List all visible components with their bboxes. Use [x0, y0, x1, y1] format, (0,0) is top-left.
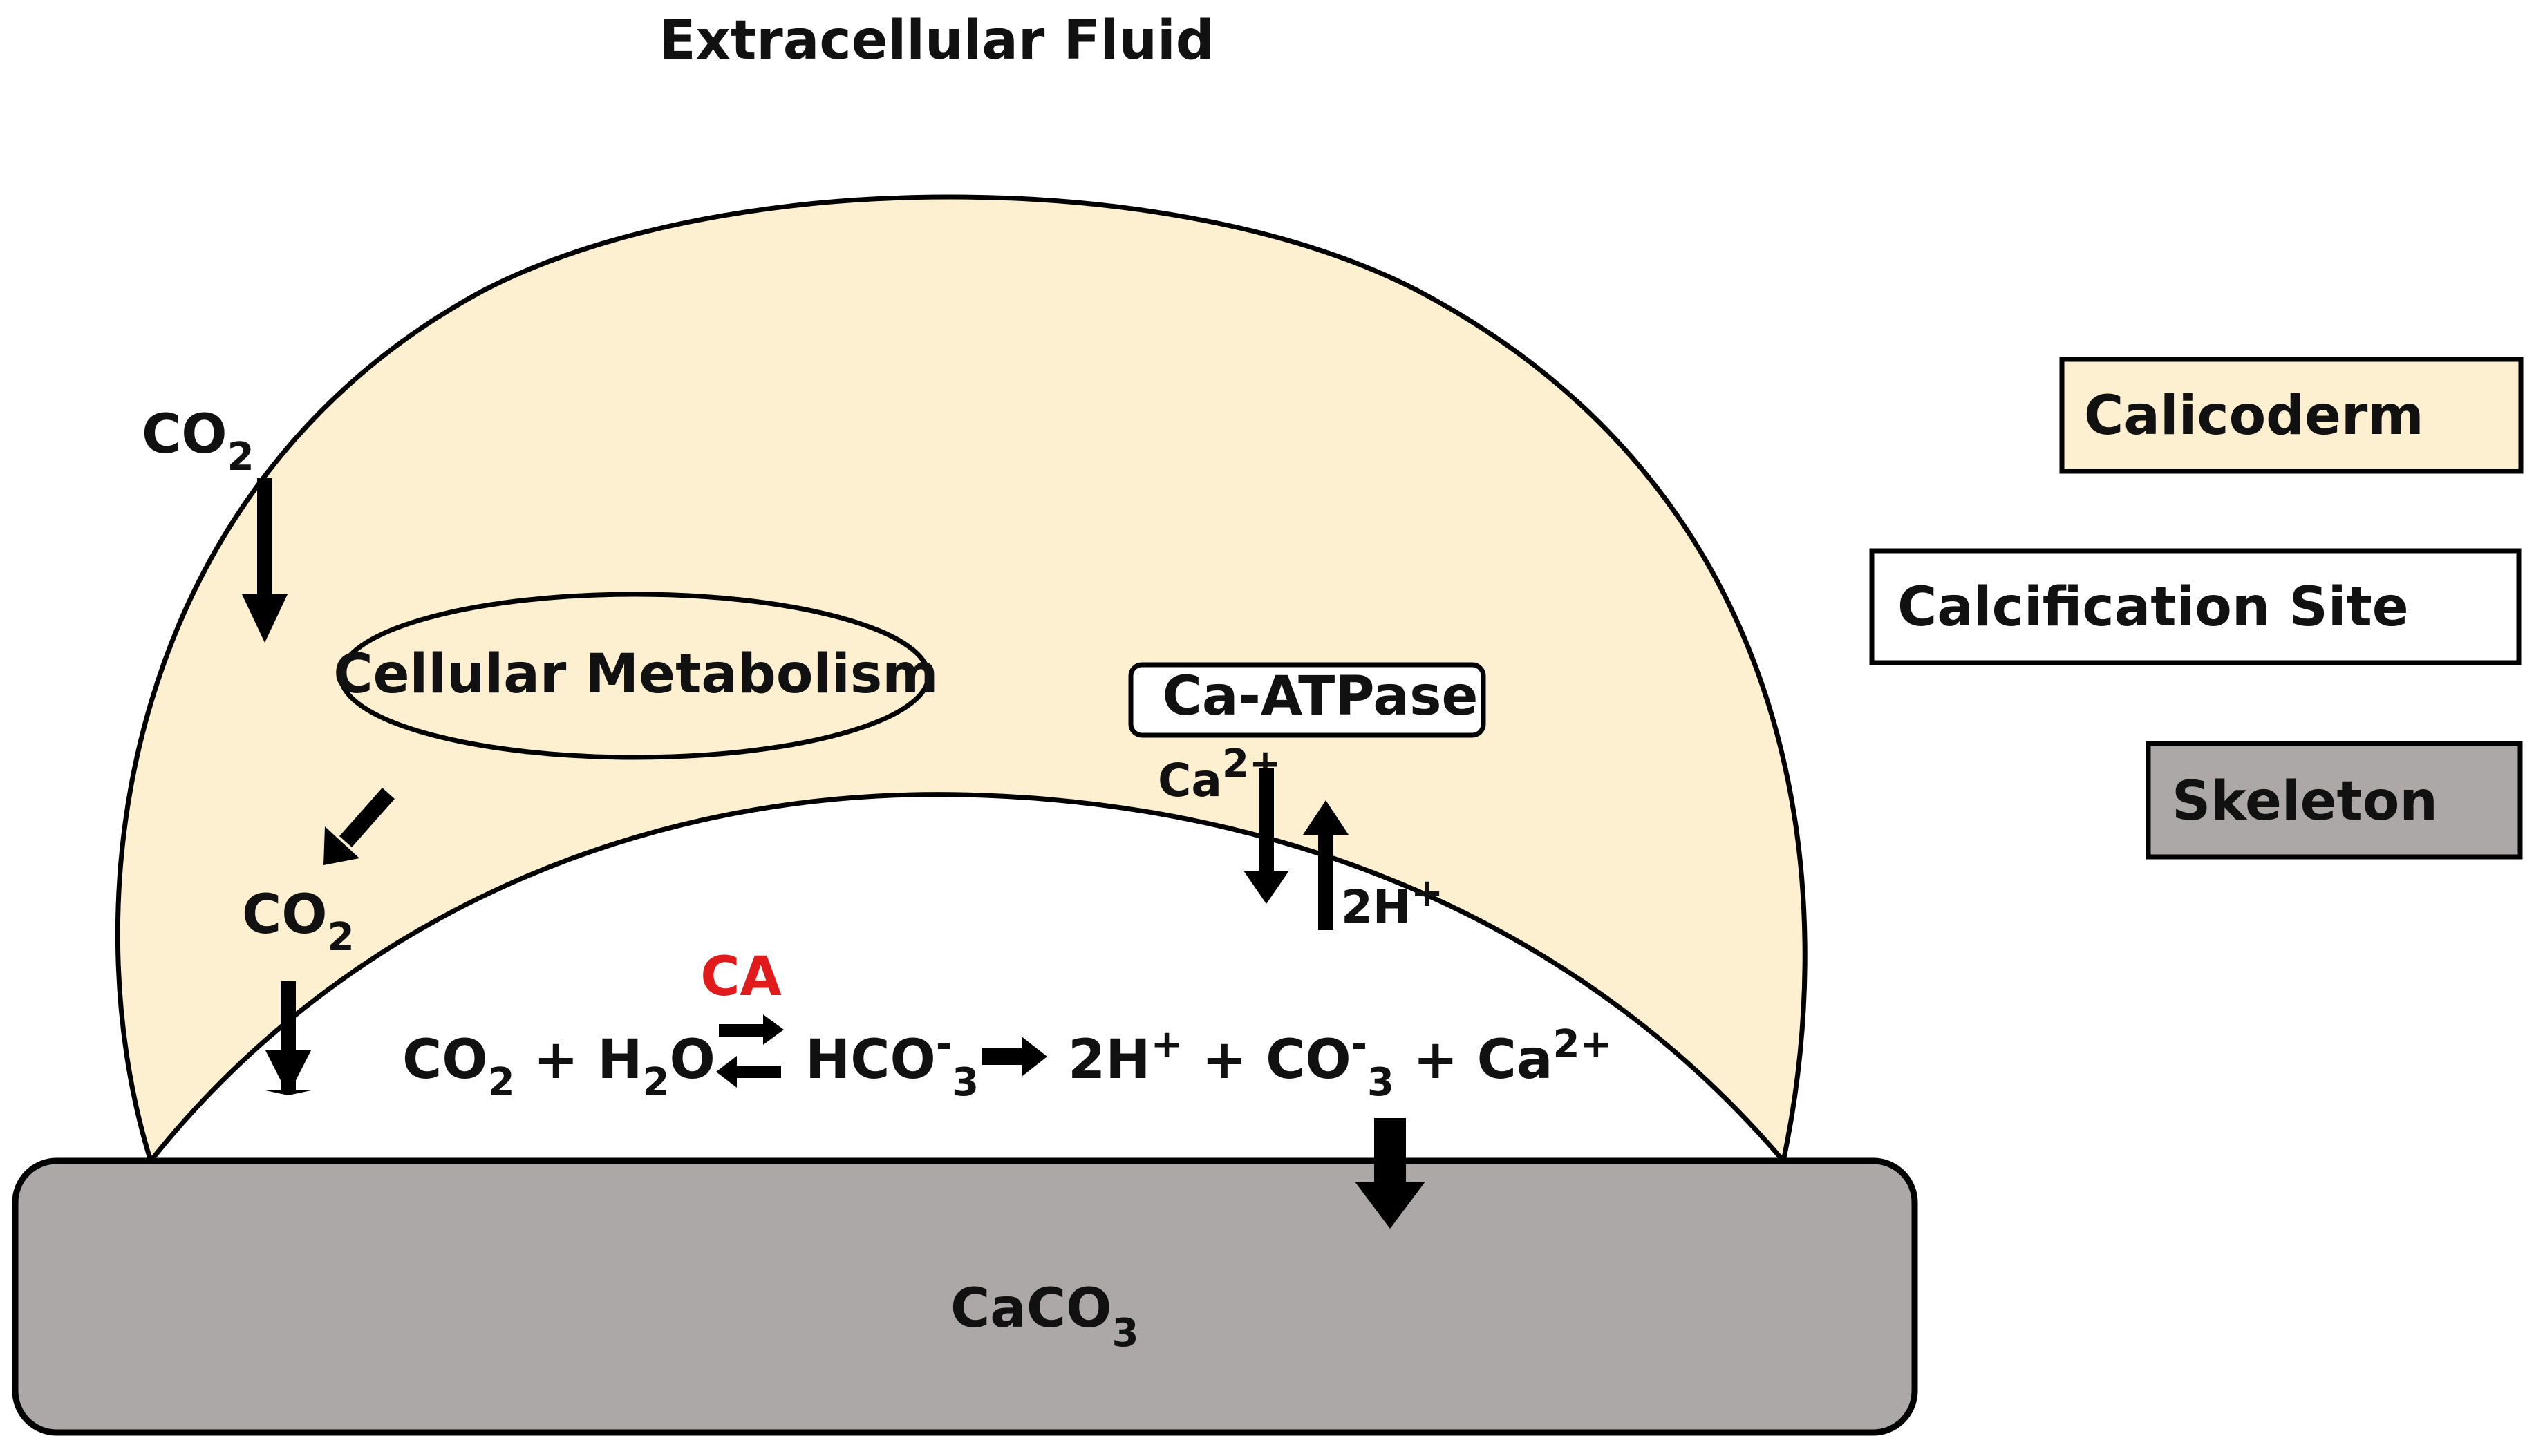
legend-label-calcification-site: Calcification Site: [1897, 576, 2409, 639]
skeleton-mineral-label: CaCO3: [950, 1278, 1138, 1356]
equilibrium-arrows-icon: [716, 1014, 784, 1088]
cellular-metabolism-ellipse: [338, 592, 931, 760]
arrow-down-icon: [265, 981, 311, 1095]
equation-bicarbonate: HCO-3: [805, 1022, 979, 1105]
ca-atpase-label: Ca-ATPase: [1163, 665, 1479, 728]
equation-right: 2H+ + CO-3 + Ca2+: [1068, 1022, 1612, 1105]
carbonic-anhydrase-label: CA: [700, 946, 782, 1008]
arrow-down-icon: [242, 478, 288, 643]
legend-item-calicoderm: Calicoderm: [2059, 357, 2524, 474]
co2-inflow-label: CO2: [142, 404, 254, 480]
legend: Calicoderm Calcification Site Skeleton: [1869, 357, 2524, 860]
h-ion-label: 2H+: [1341, 871, 1443, 934]
legend-item-skeleton: Skeleton: [2146, 741, 2523, 860]
legend-item-calcification-site: Calcification Site: [1869, 548, 2522, 665]
arrow-right-icon: [982, 1037, 1047, 1077]
diagram-title: Extracellular Fluid: [659, 10, 1214, 72]
arrow-down-icon: [1243, 768, 1289, 904]
legend-label-calicoderm: Calicoderm: [2084, 385, 2424, 447]
arrow-up-icon: [1303, 800, 1349, 930]
arrow-diagonal-icon: [323, 788, 395, 865]
arrow-down-icon: [1355, 1118, 1425, 1229]
skeleton-block: [12, 1157, 1918, 1436]
co2-metabolic-label: CO2: [242, 884, 355, 960]
equation-left: CO2 + H2O: [402, 1029, 715, 1105]
ca-atpase-box: [1128, 662, 1486, 738]
legend-label-skeleton: Skeleton: [2172, 770, 2438, 833]
cellular-metabolism-label: Cellular Metabolism: [333, 643, 938, 706]
calcification-site-dome: [145, 792, 1789, 1164]
